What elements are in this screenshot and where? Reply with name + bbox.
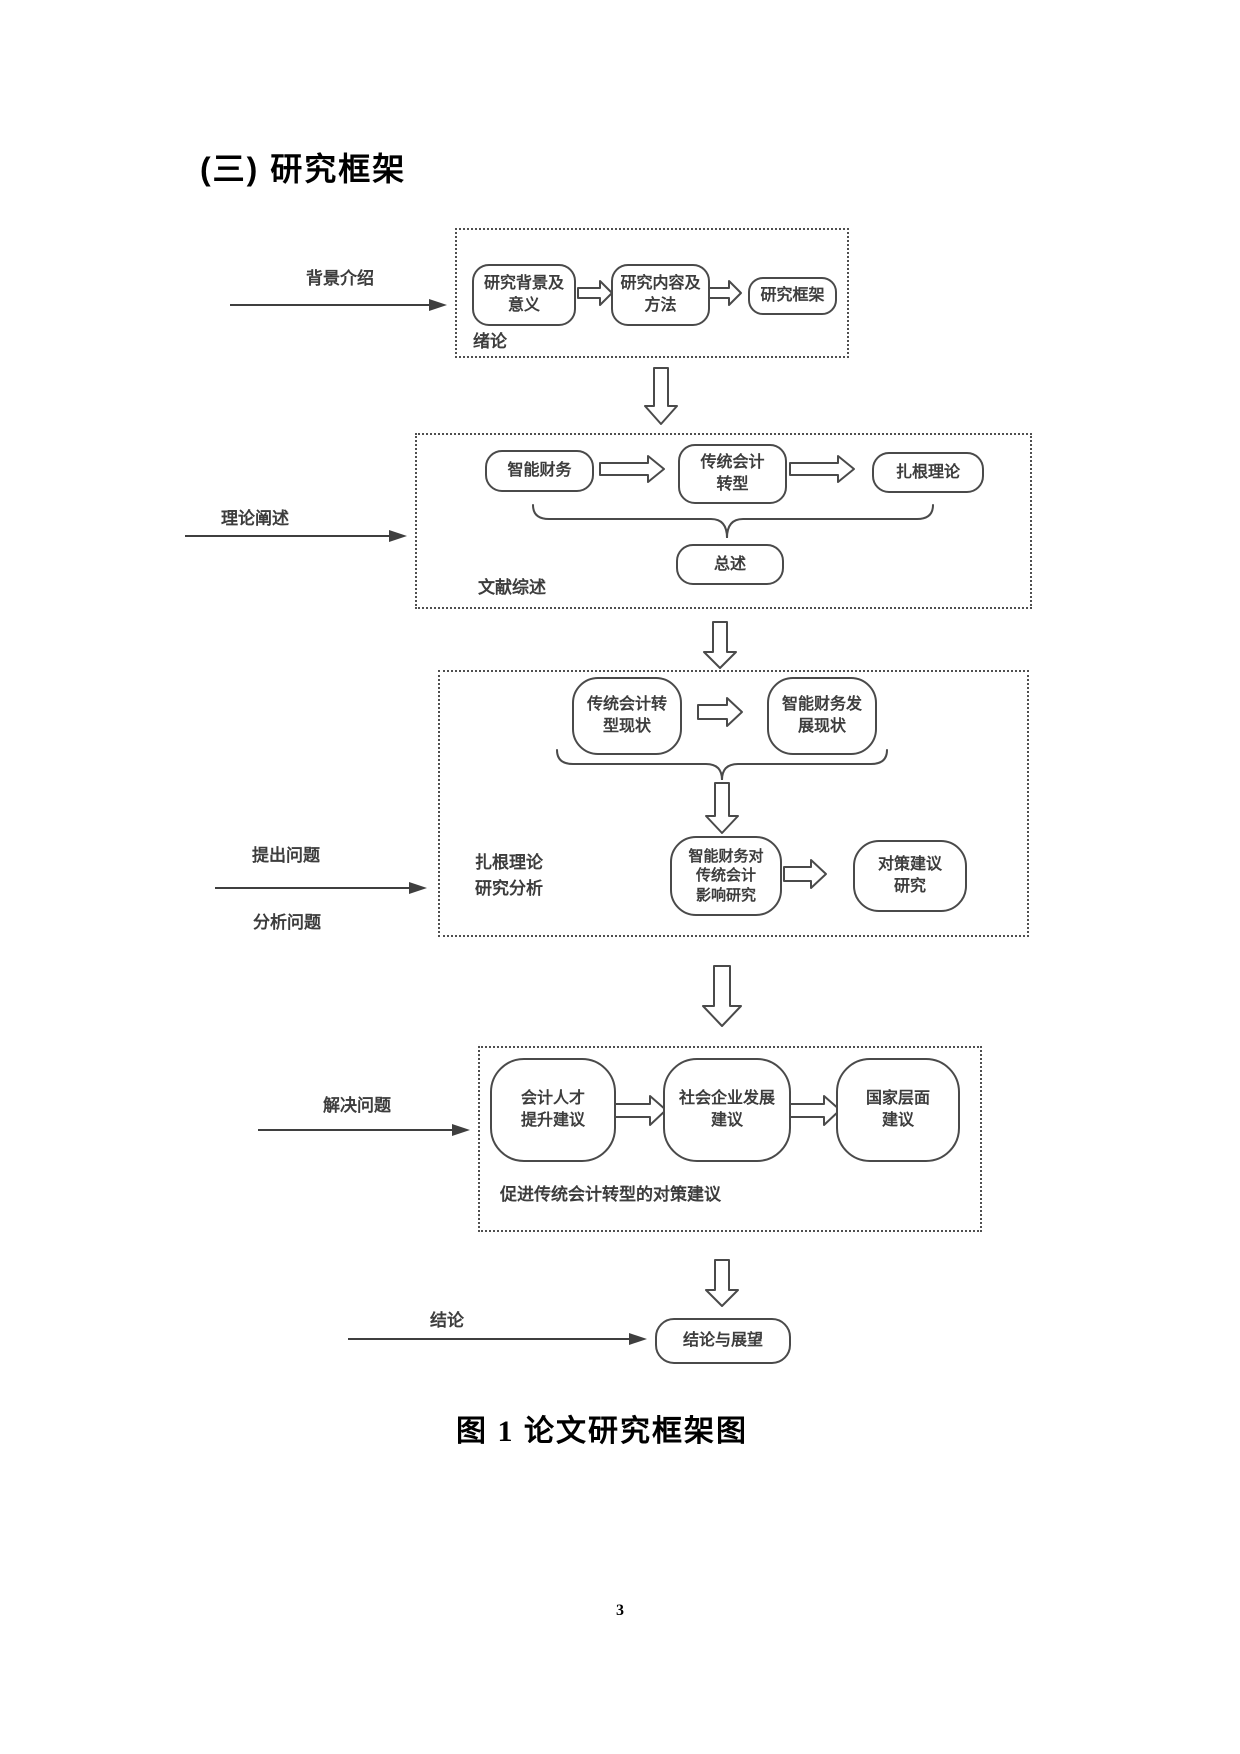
side-arrow-literature-icon [185,530,407,542]
block-arrow-right-icon [577,280,613,306]
side-arrow-suggestions-icon [258,1124,470,1136]
page-title: (三) 研究框架 [200,151,407,187]
section-box-suggestions [478,1046,982,1232]
node-accounting-transition: 传统会计 转型 [678,444,787,504]
block-arrow-right-icon [789,455,855,483]
block-arrow-down-icon [702,965,742,1027]
side-label-conclusion: 结论 [430,1311,464,1330]
block-arrow-right-icon [613,1095,667,1126]
node-society-suggestion: 社会企业发展 建议 [663,1058,791,1162]
block-arrow-right-icon [697,697,743,727]
side-label-literature: 理论阐述 [221,509,289,528]
section-box-analysis [438,670,1029,937]
node-research-framework: 研究框架 [748,277,837,315]
brace-icon [556,749,888,781]
node-smart-finance: 智能财务 [485,450,594,492]
block-arrow-down-icon [705,1259,739,1307]
node-talent-suggestion: 会计人才 提升建议 [490,1058,616,1162]
block-arrow-down-icon [705,782,739,834]
block-arrow-right-icon [599,455,665,483]
block-arrow-right-icon [783,859,827,889]
box-label-suggestions: 促进传统会计转型的对策建议 [500,1185,721,1204]
brace-icon [532,504,934,539]
side-arrow-analysis-icon [215,882,427,894]
node-smart-finance-status: 智能财务发 展现状 [767,677,877,755]
box-label-intro: 绪论 [473,332,507,351]
side-arrow-intro-icon [230,299,447,311]
side-label-suggestions: 解决问题 [323,1096,391,1115]
block-arrow-right-icon [787,1095,841,1126]
side-label-intro: 背景介绍 [306,269,374,288]
node-grounded-theory: 扎根理论 [872,452,984,493]
block-arrow-down-icon [703,621,737,669]
node-summary: 总述 [676,544,784,585]
box-label-literature: 文献综述 [478,578,546,597]
side-arrow-conclusion-icon [348,1333,647,1345]
side-label-raise-question: 提出问题 [252,846,320,865]
node-conclusion-outlook: 结论与展望 [655,1318,791,1364]
node-research-background: 研究背景及 意义 [472,264,576,326]
node-countermeasure-research: 对策建议 研究 [853,840,967,912]
block-arrow-down-icon [644,367,678,425]
figure-caption: 图 1 论文研究框架图 [456,1415,748,1448]
node-research-content: 研究内容及 方法 [611,264,710,326]
node-transition-status: 传统会计转 型现状 [572,677,682,755]
block-arrow-right-icon [706,280,742,306]
box-label-analysis: 扎根理论 研究分析 [475,853,543,898]
section-box-literature [415,433,1032,609]
section-box-intro [455,228,849,358]
page-number: 3 [616,1602,624,1619]
side-label-analyze-question: 分析问题 [253,913,321,932]
node-impact-research: 智能财务对 传统会计 影响研究 [670,836,782,916]
node-nation-suggestion: 国家层面 建议 [836,1058,960,1162]
